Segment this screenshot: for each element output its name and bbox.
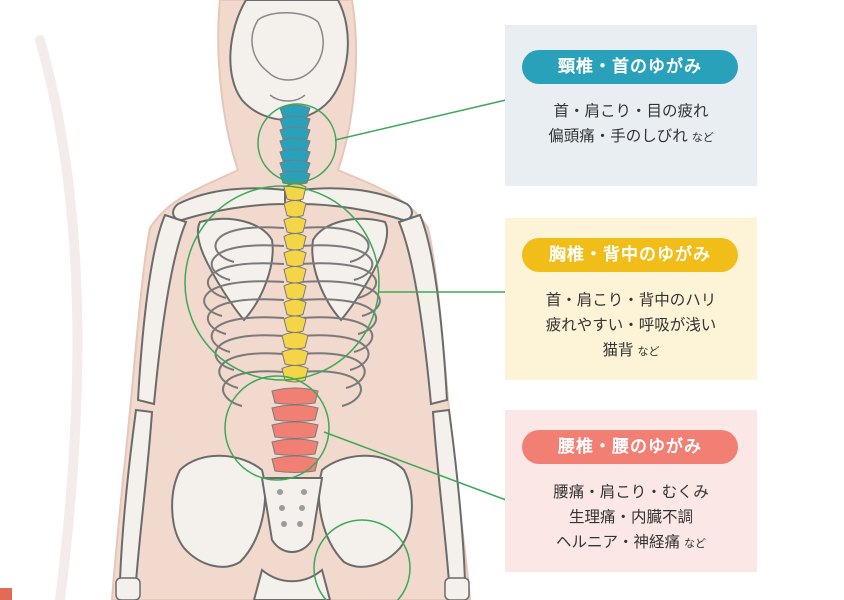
- ring-waist: [224, 375, 330, 481]
- vertebra-thoracic: [281, 332, 309, 350]
- vertebra-thoracic: [283, 315, 307, 333]
- card-chest: 胸椎・背中のゆがみ 首・肩こり・背中のハリ 疲れやすい・呼吸が浅い 猫背など: [505, 218, 757, 380]
- card-chest-line-3-text: 猫背: [602, 341, 634, 359]
- decorative-corner-mark: [0, 588, 12, 600]
- card-waist-line-3: ヘルニア・神経痛など: [505, 530, 757, 556]
- decorative-curve: [35, 35, 83, 600]
- vertebra-lumbar: [271, 455, 319, 473]
- card-neck-line-2-text: 偏頭痛・手のしびれ: [548, 127, 688, 145]
- pelvis: [171, 454, 413, 600]
- card-neck: 頸椎・首のゆがみ 首・肩こり・目の疲れ 偏頭痛・手のしびれなど: [505, 25, 757, 186]
- ring-chest: [184, 185, 380, 381]
- rib: [222, 370, 285, 407]
- card-waist-suffix: など: [684, 537, 706, 550]
- card-neck-desc: 首・肩こり・目の疲れ 偏頭痛・手のしびれなど: [505, 99, 757, 150]
- clavicles: [172, 187, 413, 222]
- rib: [207, 298, 285, 335]
- vertebra-thoracic: [283, 216, 307, 234]
- card-waist-line-2: 生理痛・内臓不調: [568, 508, 693, 526]
- rib: [299, 280, 381, 317]
- vertebra-lumbar: [271, 387, 319, 405]
- rib: [214, 226, 285, 263]
- arms: [118, 213, 467, 584]
- vertebra-thoracic: [283, 266, 307, 284]
- vertebra-lumbar: [271, 421, 319, 439]
- ring-hip: [313, 519, 411, 600]
- card-chest-line-3: 猫背など: [505, 338, 757, 364]
- vertebra-thoracic: [281, 348, 309, 366]
- card-chest-title: 胸椎・背中のゆがみ: [522, 238, 738, 272]
- card-waist-desc: 腰痛・肩こり・むくみ 生理痛・内臓不調 ヘルニア・神経痛など: [505, 480, 757, 556]
- rib: [299, 352, 366, 389]
- highlight-rings: [184, 103, 411, 600]
- card-neck-title: 頸椎・首のゆがみ: [522, 50, 738, 84]
- card-waist-title: 腰椎・腰のゆがみ: [522, 430, 738, 464]
- rib: [299, 316, 374, 353]
- card-waist: 腰椎・腰のゆがみ 腰痛・肩こり・むくみ 生理痛・内臓不調 ヘルニア・神経痛など: [505, 410, 757, 572]
- vertebra-thoracic: [283, 282, 307, 300]
- vertebra-thoracic: [283, 299, 307, 317]
- ring-neck: [257, 103, 337, 183]
- rib: [299, 334, 370, 371]
- rib: [299, 244, 374, 281]
- vertebra-lumbar: [271, 404, 319, 422]
- rib-cage: [203, 226, 381, 407]
- connector-lines: [323, 99, 507, 501]
- card-chest-desc: 首・肩こり・背中のハリ 疲れやすい・呼吸が浅い 猫背など: [505, 288, 757, 364]
- card-chest-suffix: など: [637, 345, 660, 358]
- vertebra-thoracic: [283, 249, 307, 267]
- card-chest-line-2: 疲れやすい・呼吸が浅い: [545, 316, 717, 334]
- card-waist-line-1: 腰痛・肩こり・むくみ: [553, 483, 709, 501]
- rib: [218, 352, 285, 389]
- rib: [299, 226, 370, 263]
- rib: [210, 316, 285, 353]
- connector-neck: [334, 99, 507, 141]
- vertebra-thoracic: [283, 200, 307, 218]
- card-waist-line-3-text: ヘルニア・神経痛: [555, 533, 680, 551]
- connector-waist: [323, 431, 507, 501]
- rib: [210, 244, 285, 281]
- card-neck-line-2: 偏頭痛・手のしびれなど: [505, 124, 757, 150]
- rib: [207, 262, 285, 299]
- rib: [214, 334, 285, 371]
- card-neck-suffix: など: [691, 131, 714, 144]
- card-chest-line-1: 首・肩こり・背中のハリ: [545, 291, 717, 309]
- rib: [203, 280, 285, 317]
- vertebra-lumbar: [271, 438, 319, 456]
- hands: [115, 577, 470, 600]
- vertebra-thoracic: [283, 233, 307, 251]
- rib: [299, 262, 377, 299]
- card-neck-line-1: 首・肩こり・目の疲れ: [553, 102, 709, 120]
- sacrum-dots: [277, 489, 307, 527]
